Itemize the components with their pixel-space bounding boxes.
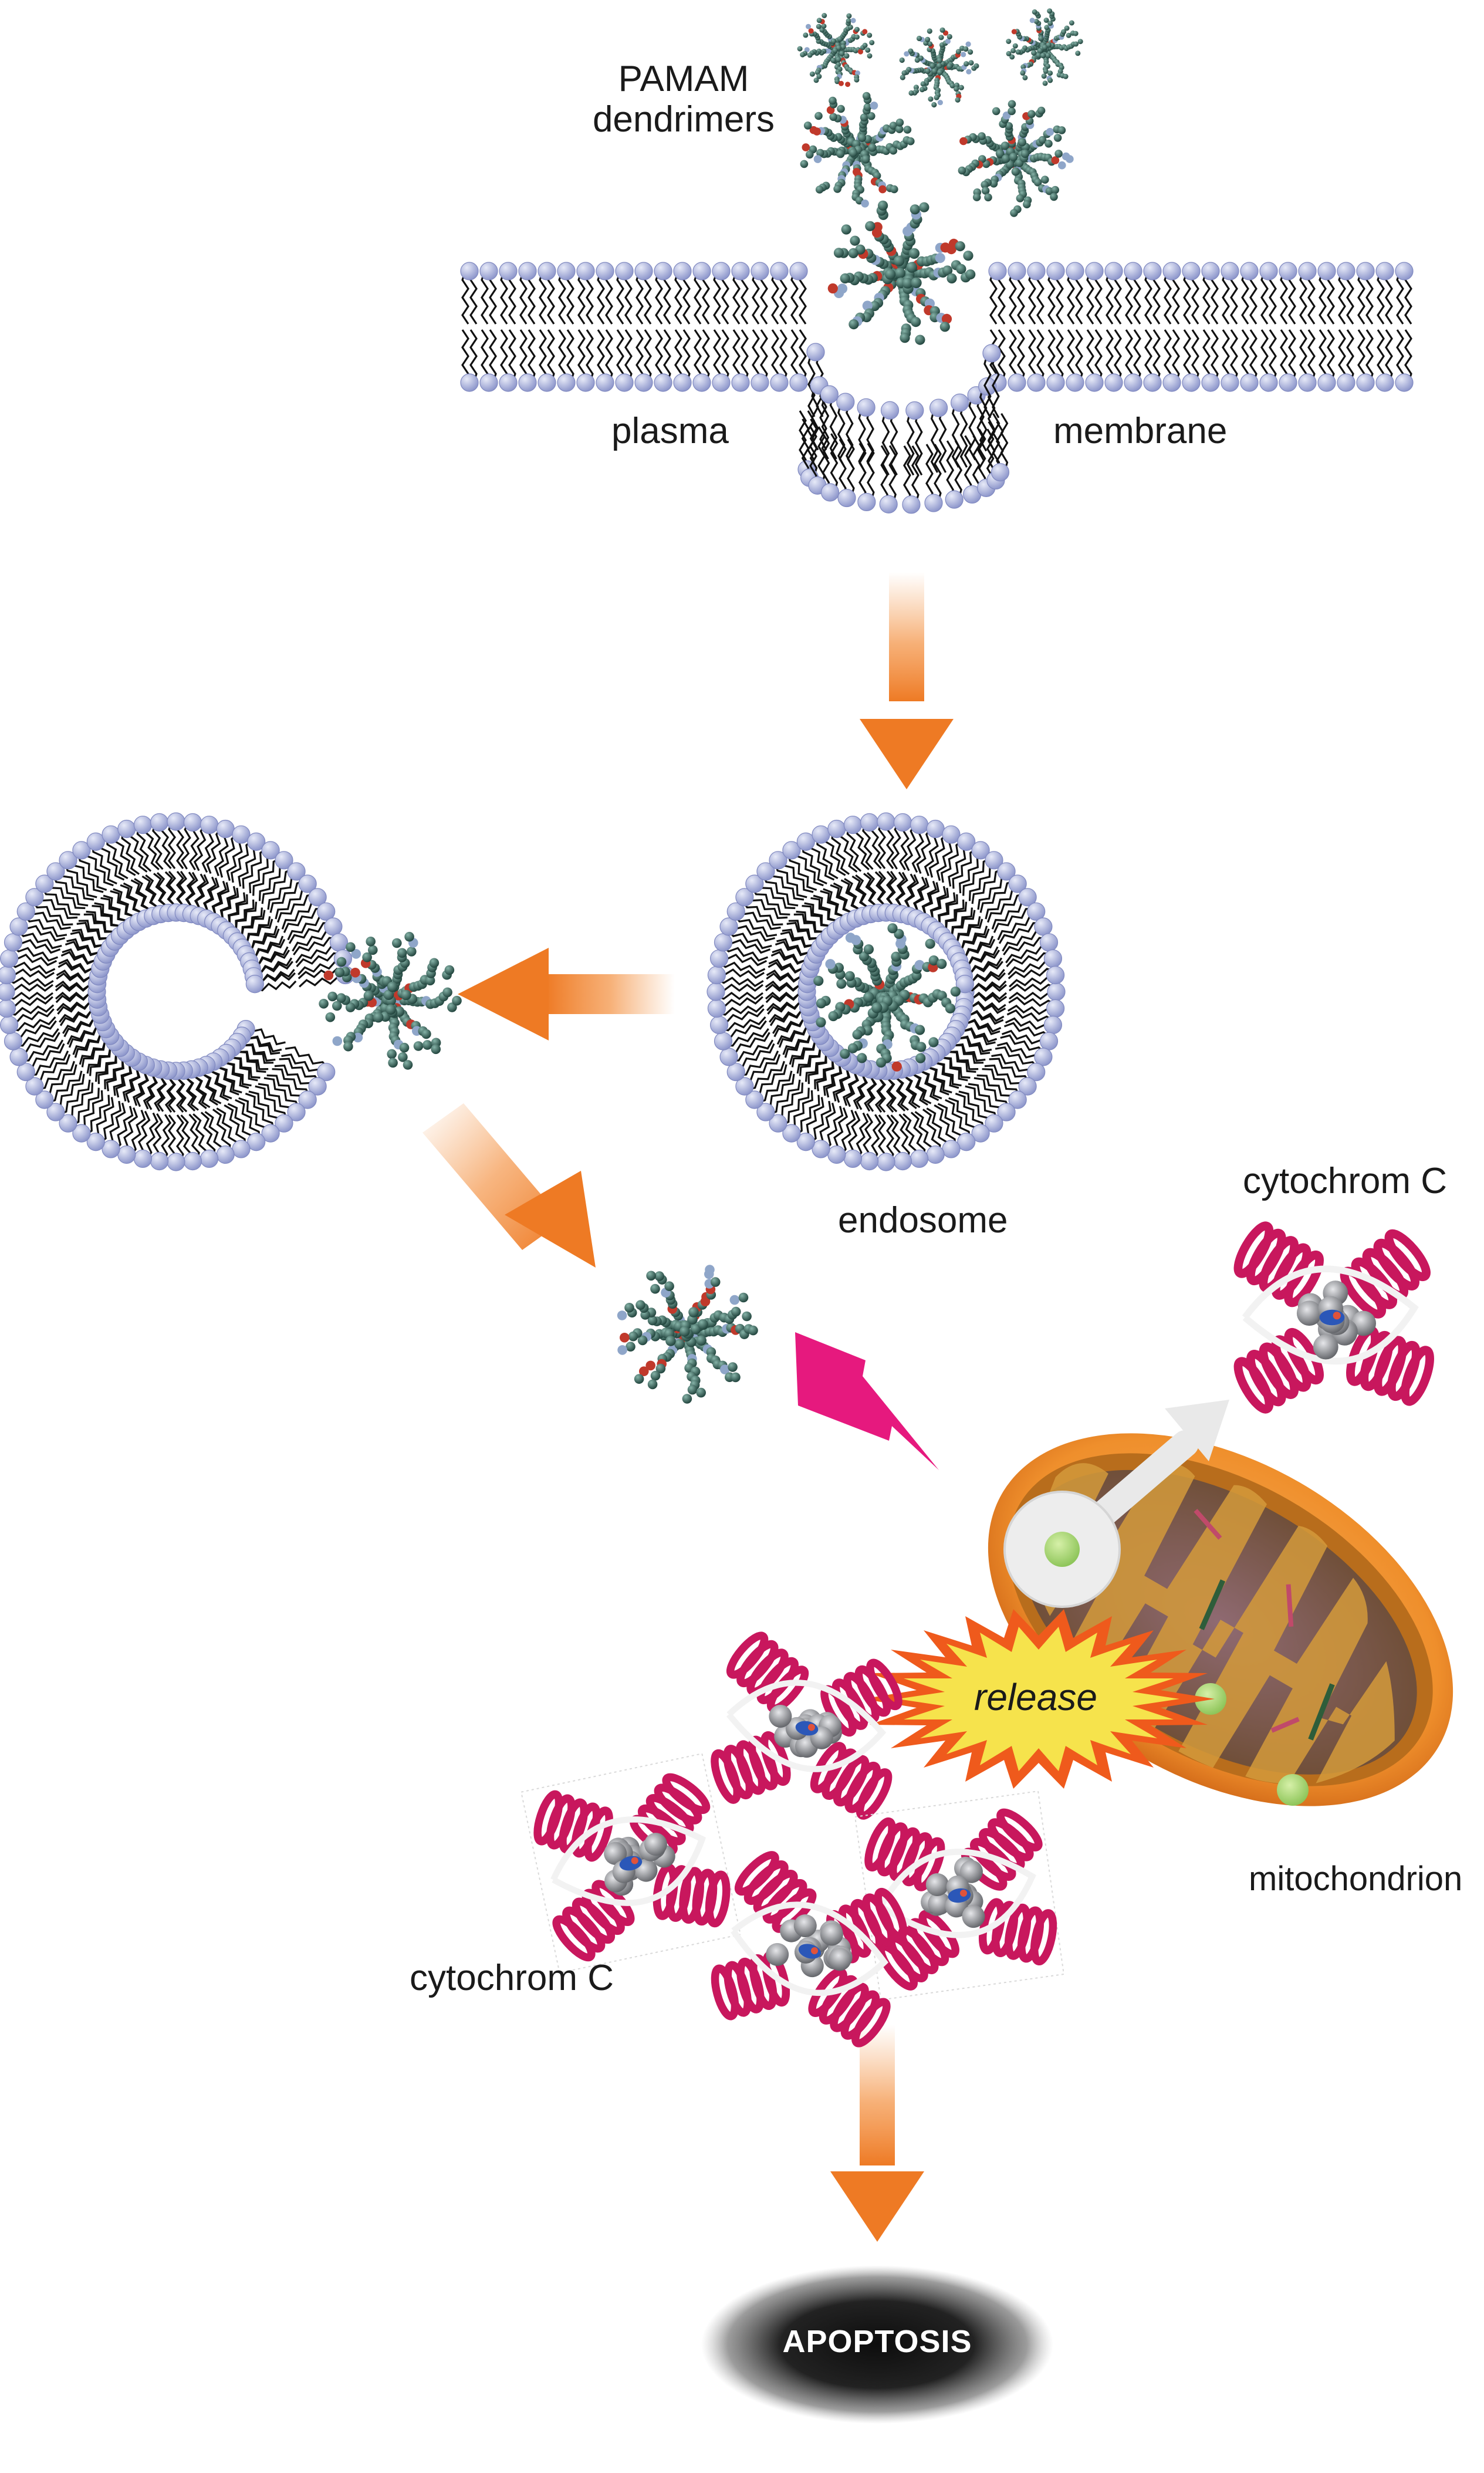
cytochrome-bottom-label: cytochrom C — [410, 1958, 614, 1998]
pamam-dendrimers — [319, 8, 1083, 1404]
arrow-down-to-endosome — [860, 572, 954, 789]
endosome-vesicle — [706, 812, 1066, 1171]
dendrimer-molecule — [827, 200, 976, 345]
dendrimer-molecule — [1006, 8, 1083, 86]
cytochrome-dot — [1277, 1774, 1309, 1806]
release-burst — [863, 1609, 1215, 1789]
cytochrome-c-protein — [520, 1753, 741, 1974]
pamam-dendrimers-label: PAMAM dendrimers — [560, 59, 807, 140]
membrane-invagination — [797, 343, 1010, 514]
pamam-label-line2: dendrimers — [592, 99, 775, 140]
plasma-label: plasma — [611, 411, 729, 451]
apoptosis-label: APOPTOSIS — [782, 2324, 972, 2359]
release-path-arrow — [1003, 1400, 1229, 1608]
endosome-label: endosome — [838, 1200, 1008, 1241]
cytochrome-c-protein — [1233, 1221, 1434, 1414]
dendrimer-molecule — [617, 1265, 758, 1404]
cytochrome-c-protein — [711, 1851, 908, 2048]
cytochrome-dot — [1044, 1532, 1080, 1567]
dendrimer-molecule — [813, 923, 961, 1072]
arrow-down-to-apoptosis — [830, 2025, 924, 2242]
dendrimer-molecule — [319, 931, 462, 1070]
cytochrome-c-proteins — [520, 1221, 1434, 2048]
cytochrome-c-protein — [711, 1631, 902, 1820]
pamam-label-line1: PAMAM — [618, 59, 749, 99]
dendrimer-molecule — [797, 13, 875, 87]
ruptured-endosome-vesicle — [0, 812, 355, 1171]
mitochondrion-label: mitochondrion — [1249, 1860, 1463, 1898]
arrow-endosome-escape — [458, 948, 675, 1040]
apoptosis-glow — [701, 2265, 1053, 2424]
arrow-dendrimer-release — [422, 1103, 596, 1268]
release-label: release — [974, 1676, 1097, 1718]
dendrimer-molecule — [800, 92, 915, 208]
dendrimer-molecule — [958, 100, 1074, 217]
damage-lightning-icon — [795, 1332, 939, 1470]
membrane-label: membrane — [1053, 411, 1228, 451]
plasma-membrane — [460, 262, 1414, 392]
cytochrome-top-label: cytochrom C — [1243, 1161, 1447, 1201]
dendrimer-molecule — [899, 27, 979, 108]
